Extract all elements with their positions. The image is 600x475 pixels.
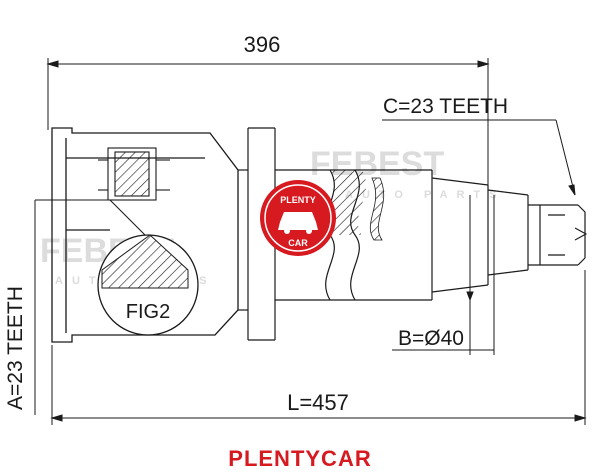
dimension-396-label: 396 (244, 32, 281, 57)
spline-a-label: A=23 TEETH (4, 286, 27, 410)
dimension-396 (46, 58, 490, 185)
inner-cage (90, 147, 170, 241)
dimension-l (50, 270, 587, 425)
brand-caption: PLENTYCAR (228, 446, 372, 471)
spline-c-label: C=23 TEETH (383, 95, 508, 118)
plentycar-logo: PLENTY CAR (260, 180, 336, 256)
fig2-label: FIG2 (126, 301, 170, 323)
boot-collar (238, 127, 276, 341)
watermark-subtext-right: AUTO PARTS (345, 189, 506, 201)
shaft-b-label: B=Ø40 (398, 327, 464, 350)
dimension-l-label: L=457 (287, 390, 349, 415)
dimension-c-leader (382, 119, 576, 196)
watermark-text-right: FEBEST (310, 145, 444, 183)
dimension-a-leader (34, 199, 90, 415)
logo-text-bottom: CAR (288, 238, 308, 248)
fig2-detail (97, 234, 199, 336)
logo-text-top: PLENTY (280, 195, 316, 205)
dimension-b-leader (392, 195, 495, 355)
